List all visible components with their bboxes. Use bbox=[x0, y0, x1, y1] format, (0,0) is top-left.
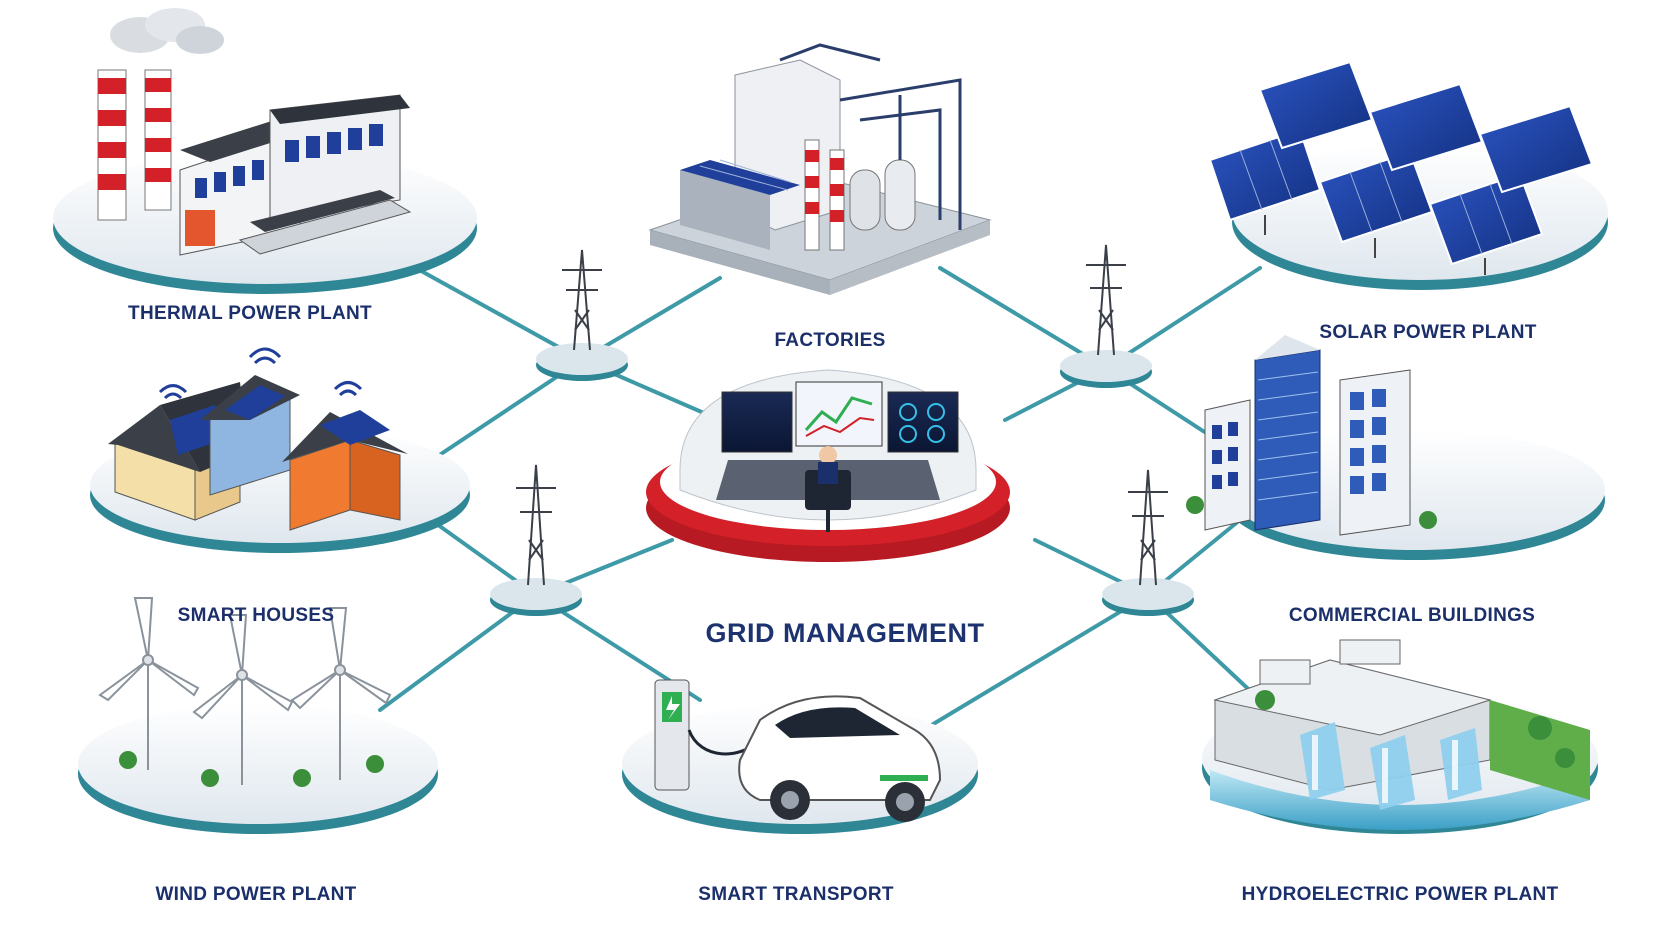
connector bbox=[418, 358, 584, 470]
connector bbox=[1104, 266, 1262, 370]
office-building-icon bbox=[1186, 335, 1437, 536]
factories-label: FACTORIES bbox=[774, 330, 886, 351]
pylon-top-right bbox=[1086, 244, 1126, 356]
connector bbox=[403, 260, 584, 362]
pylon-bottom-right bbox=[1128, 469, 1168, 586]
solar-plant-label: SOLAR POWER PLANT bbox=[1319, 322, 1537, 343]
wind-plant-label: WIND POWER PLANT bbox=[155, 884, 357, 905]
tree-icons bbox=[119, 751, 384, 787]
commercial-buildings-label: COMMERCIAL BUILDINGS bbox=[1288, 605, 1536, 626]
electric-car-icon bbox=[654, 679, 942, 822]
hydro-plant-label: HYDROELECTRIC POWER PLANT bbox=[1241, 884, 1559, 905]
connector bbox=[378, 593, 538, 712]
grid-management-label: GRID MANAGEMENT bbox=[705, 618, 985, 648]
wind-turbine-icon bbox=[98, 597, 392, 785]
pylon-top-left bbox=[562, 249, 602, 351]
hydro-dam-icon bbox=[1210, 639, 1590, 830]
control-room-icon bbox=[646, 369, 1010, 562]
connector bbox=[913, 593, 1150, 737]
smart-houses-label: SMART HOUSES bbox=[177, 605, 335, 626]
transmission-tower-icon bbox=[516, 244, 1168, 586]
thermal-plant-icon bbox=[97, 8, 412, 256]
thermal-plant-label: THERMAL POWER PLANT bbox=[128, 303, 372, 324]
pylon-bottom-left bbox=[516, 464, 556, 586]
smart-transport-label: SMART TRANSPORT bbox=[698, 884, 894, 905]
connector bbox=[938, 266, 1108, 370]
solar-panel-icon bbox=[1208, 60, 1594, 275]
smart-house-icon bbox=[108, 347, 408, 531]
pylon-base bbox=[490, 343, 1194, 616]
factory-icon bbox=[648, 43, 992, 295]
